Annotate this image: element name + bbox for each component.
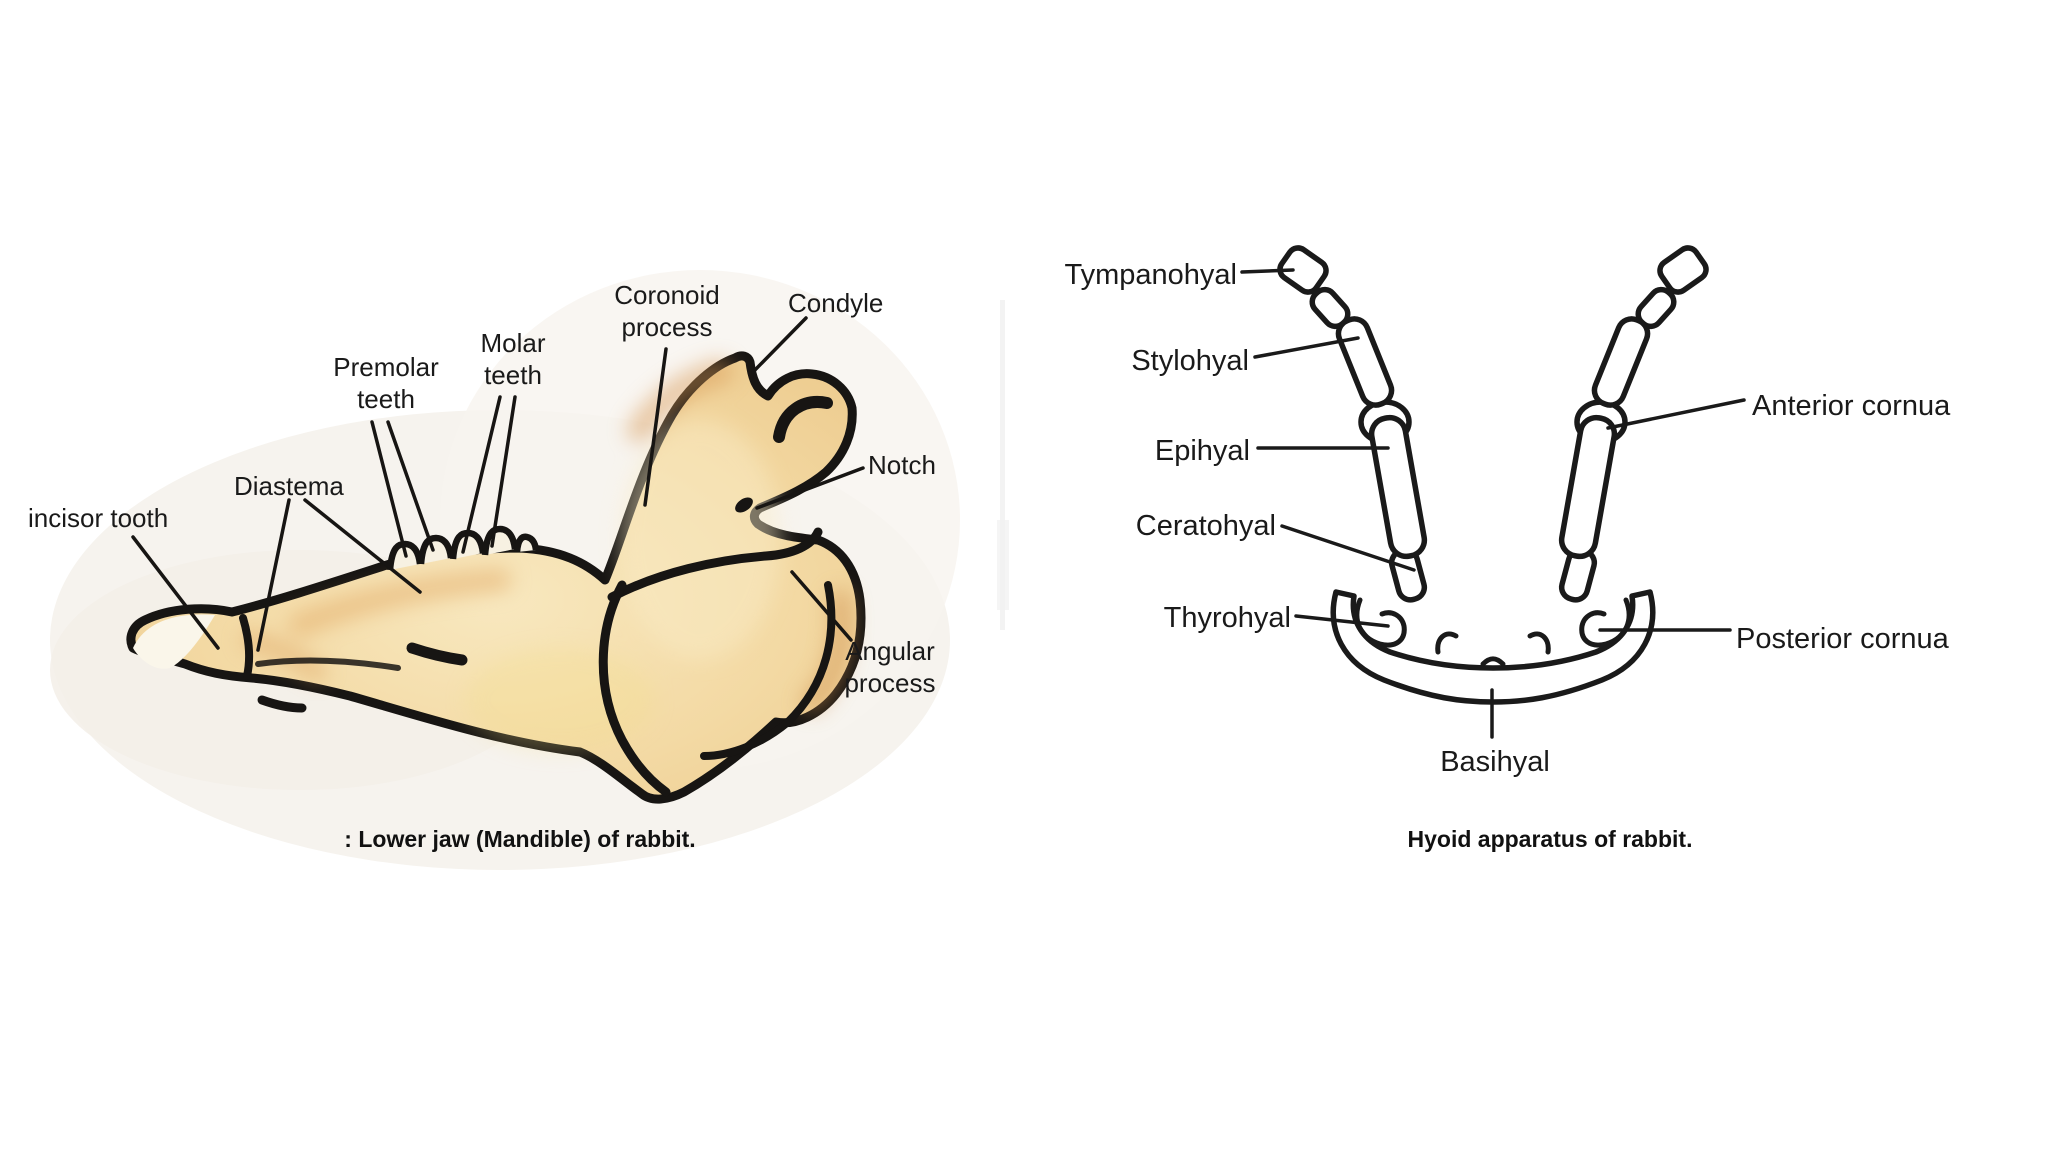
label-anterior-cornua: Anterior cornua bbox=[1752, 390, 1951, 422]
label-basihyal: Basihyal bbox=[1440, 746, 1550, 778]
hyoid-drawing bbox=[1240, 245, 1746, 739]
label-posterior-cornua: Posterior cornua bbox=[1736, 623, 1949, 655]
label-condyle: Condyle bbox=[788, 288, 884, 318]
mandible-drawing bbox=[126, 316, 866, 804]
label-diastema: Diastema bbox=[234, 471, 344, 501]
notch-foramen-dot bbox=[735, 497, 753, 513]
scan-artifact bbox=[997, 300, 1009, 630]
label-angular-process: Angular process bbox=[844, 636, 936, 698]
label-coronoid-process: Coronoid process bbox=[614, 280, 720, 342]
label-thyrohyal: Thyrohyal bbox=[1163, 602, 1291, 634]
label-stylohyal: Stylohyal bbox=[1131, 345, 1249, 377]
hyoid-right-chain bbox=[1558, 245, 1709, 603]
label-tympanohyal: Tympanohyal bbox=[1064, 259, 1238, 291]
label-premolar-teeth: Premolar teeth bbox=[333, 352, 439, 414]
label-ceratohyal: Ceratohyal bbox=[1135, 510, 1276, 542]
jaw-shading bbox=[241, 359, 853, 752]
hyoid-left-chain bbox=[1277, 245, 1428, 603]
label-epihyal: Epihyal bbox=[1154, 435, 1250, 467]
hyoid-horn-curls bbox=[1354, 597, 1632, 667]
mandible-caption: : Lower jaw (Mandible) of rabbit. bbox=[344, 826, 696, 852]
label-molar-teeth: Molar teeth bbox=[480, 328, 546, 390]
basihyal-band bbox=[1330, 589, 1656, 705]
label-notch: Notch bbox=[868, 450, 936, 480]
hyoid-leader-lines bbox=[1240, 268, 1746, 739]
hyoid-caption: Hyoid apparatus of rabbit. bbox=[1407, 826, 1693, 852]
incisor-tooth-shape bbox=[133, 614, 215, 669]
label-incisor-tooth: incisor tooth bbox=[28, 503, 169, 533]
jaw-detail-lines bbox=[239, 396, 836, 797]
mandible-leader-lines bbox=[131, 316, 865, 652]
cheek-teeth bbox=[386, 525, 540, 571]
